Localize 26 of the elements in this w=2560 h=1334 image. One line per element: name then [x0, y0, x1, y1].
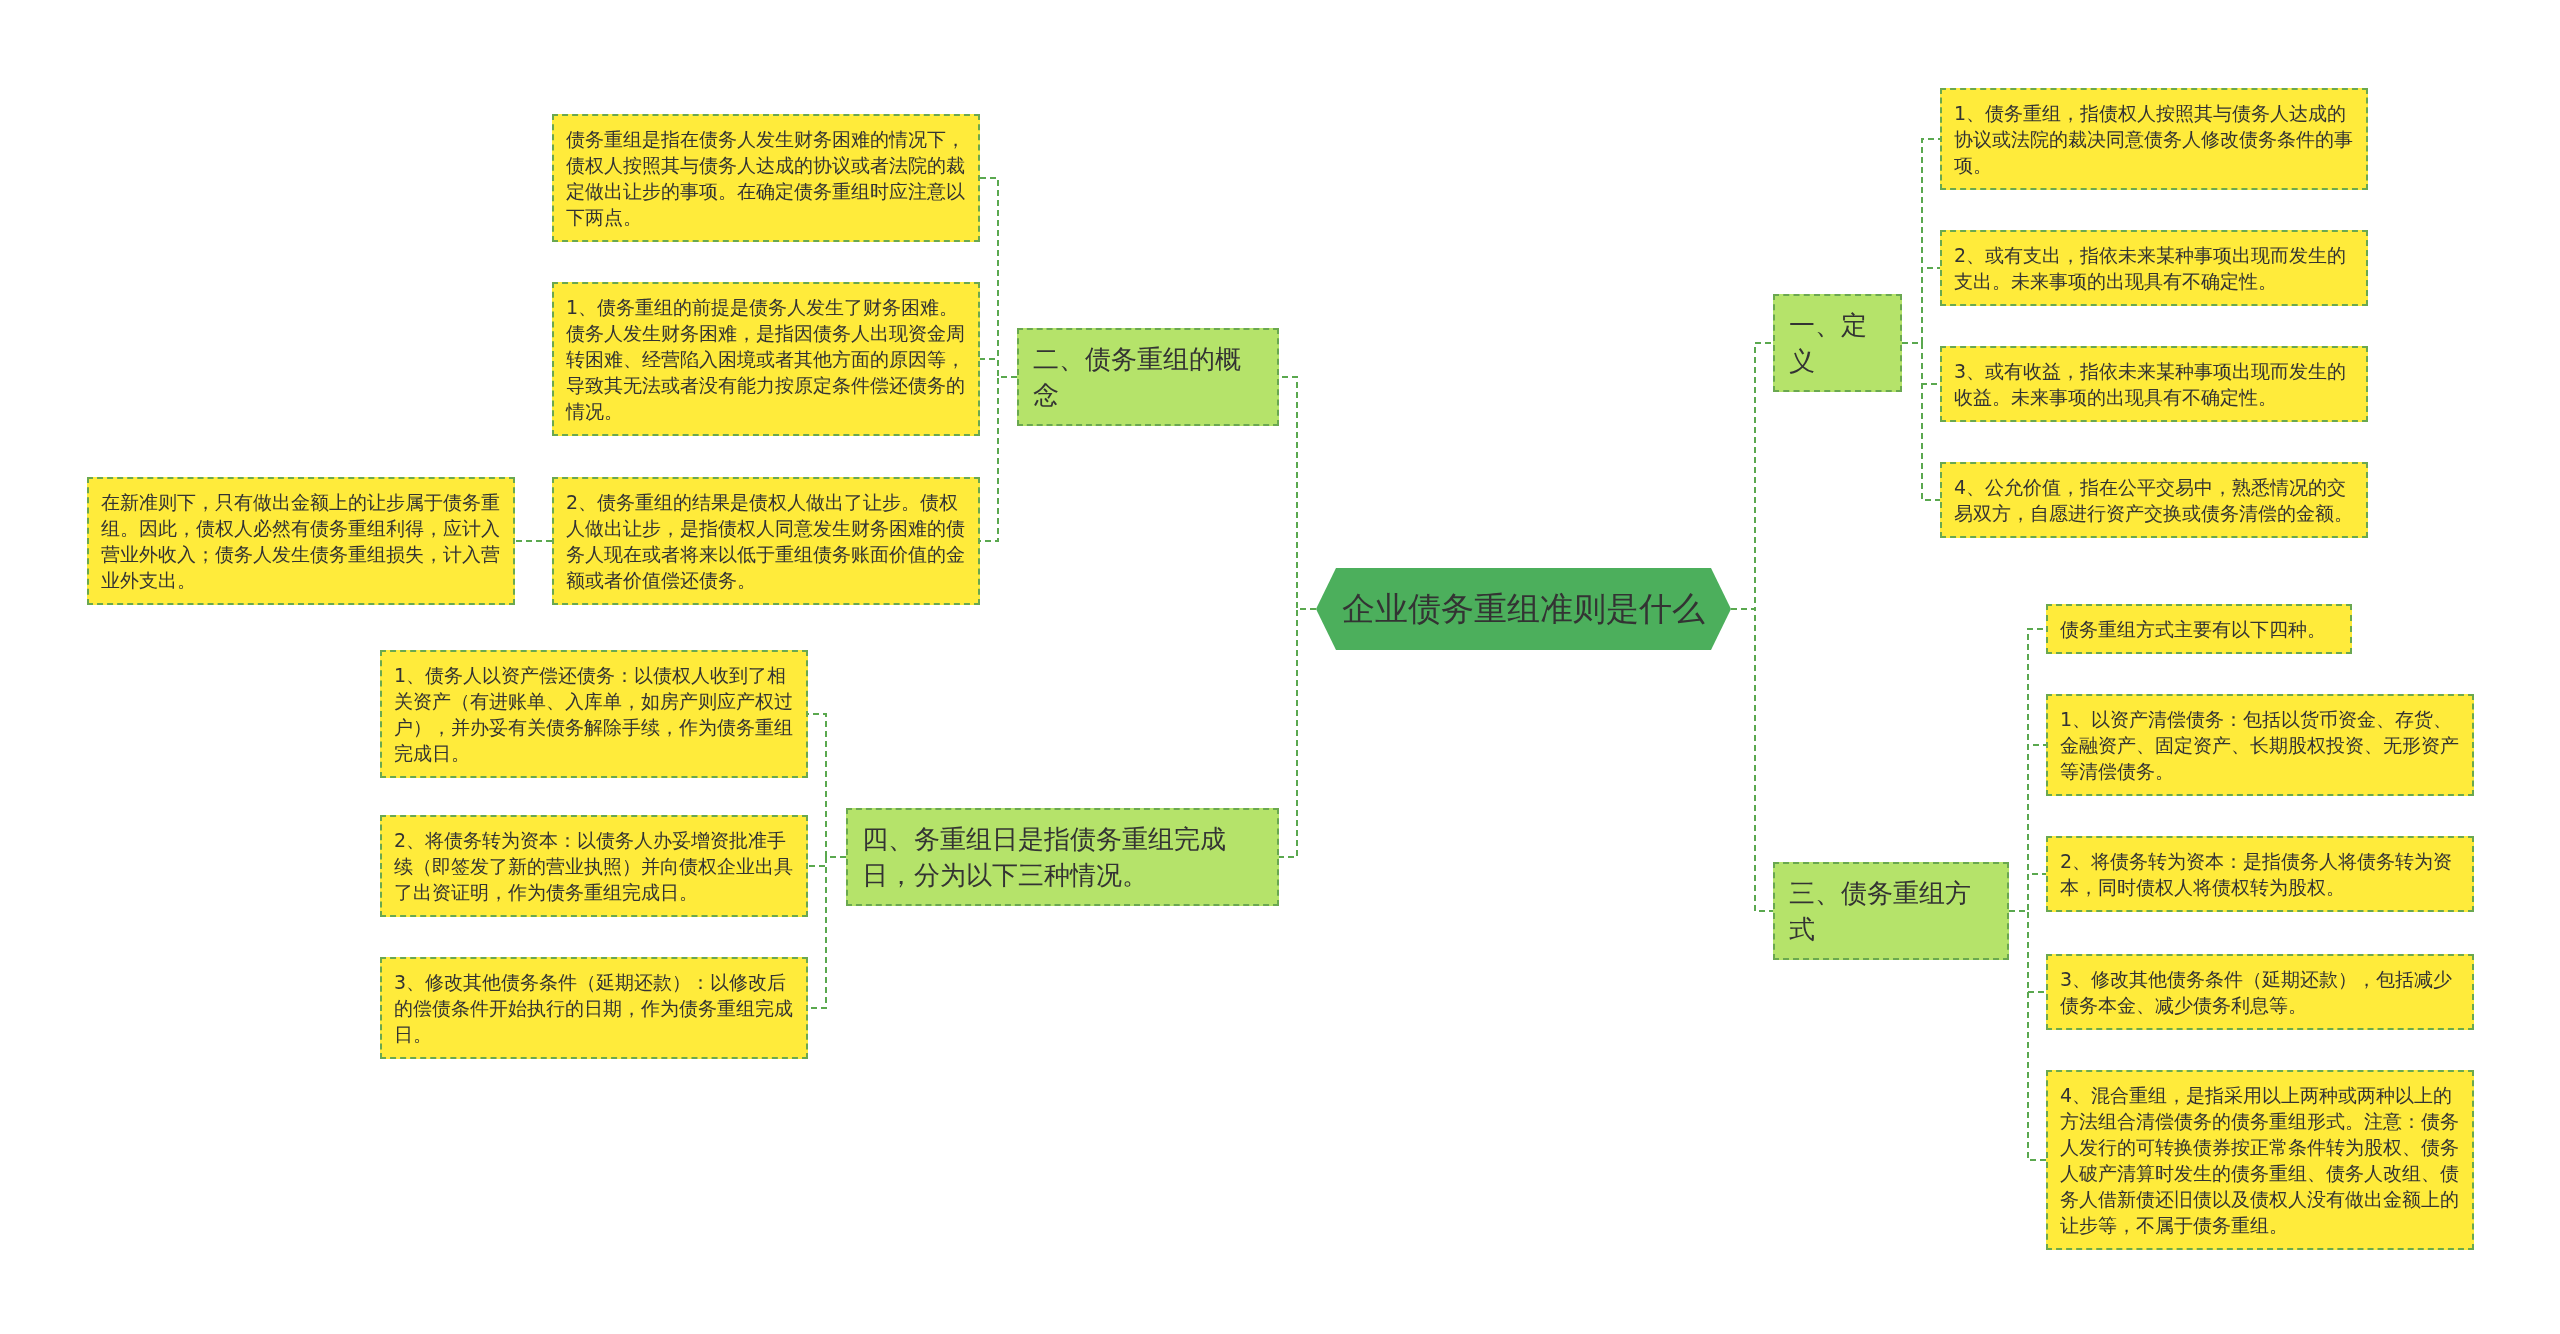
note-box: 4、公允价值，指在公平交易中，熟悉情况的交易双方，自愿进行资产交换或债务清偿的金额。: [1940, 462, 2368, 538]
note-box: 1、债务人以资产偿还债务：以债权人收到了相关资产（有进账单、入库单，如房产则应产权过户），并办妥有关债务解除手续，作为债务重组完成日。: [380, 650, 808, 778]
note-box: 1、以资产清偿债务：包括以货币资金、存货、金融资产、固定资产、长期股权投资、无形资产等清偿债务。: [2046, 694, 2474, 796]
note-box: 债务重组方式主要有以下四种。: [2046, 604, 2352, 654]
note-box: 1、债务重组，指债权人按照其与债务人达成的协议或法院的裁决同意债务人修改债务条件的事项。: [1940, 88, 2368, 190]
connector: [514, 540, 553, 542]
connector: [1901, 342, 1941, 501]
connector: [1730, 608, 1774, 912]
topic-box: 三、债务重组方式: [1773, 862, 2009, 960]
note-box: 4、混合重组，是指采用以上两种或两种以上的方法组合清偿债务的债务重组形式。注意：债务人发行的可转换债券按正常条件转为股权、债务人破产清算时发生的债务重组、债务人改组、债务人借新债还旧债以及债权人没有做出金额上的让步等，不属于债务重组。: [2046, 1070, 2474, 1250]
topic-box: 一、定义: [1773, 294, 1902, 392]
central-topic-hexagon: 企业债务重组准则是什么: [1316, 568, 1731, 650]
note-box: 2、将债务转为资本：以债务人办妥增资批准手续（即签发了新的营业执照）并向债权企业出具了出资证明，作为债务重组完成日。: [380, 815, 808, 917]
connector: [2008, 910, 2047, 1161]
note-box: 1、债务重组的前提是债务人发生了财务困难。债务人发生财务困难，是指因债务人出现资金周转困难、经营陷入困境或者其他方面的原因等，导致其无法或者没有能力按原定条件偿还债务的情况。: [552, 282, 980, 436]
note-box: 债务重组是指在债务人发生财务困难的情况下，债权人按照其与债务人达成的协议或者法院的裁定做出让步的事项。在确定债务重组时应注意以下两点。: [552, 114, 980, 242]
note-box: 2、债务重组的结果是债权人做出了让步。债权人做出让步，是指债权人同意发生财务困难的债务人现在或者将来以低于重组债务账面价值的金额或者价值偿还债务。: [552, 477, 980, 605]
connector: [1278, 608, 1317, 858]
note-box: 3、或有收益，指依未来某种事项出现而发生的收益。未来事项的出现具有不确定性。: [1940, 346, 2368, 422]
note-box: 3、修改其他债务条件（延期还款）：以修改后的偿债条件开始执行的日期，作为债务重组完成日。: [380, 957, 808, 1059]
note-box: 3、修改其他债务条件（延期还款），包括减少债务本金、减少债务利息等。: [2046, 954, 2474, 1030]
topic-box: 二、债务重组的概念: [1017, 328, 1279, 426]
topic-box: 四、务重组日是指债务重组完成日，分为以下三种情况。: [846, 808, 1279, 906]
note-box: 2、或有支出，指依未来某种事项出现而发生的支出。未来事项的出现具有不确定性。: [1940, 230, 2368, 306]
note-box: 在新准则下，只有做出金额上的让步属于债务重组。因此，债权人必然有债务重组利得，应计入营业外收入；债务人发生债务重组损失，计入营业外支出。: [87, 477, 515, 605]
note-box: 2、将债务转为资本：是指债务人将债务转为资本，同时债权人将债权转为股权。: [2046, 836, 2474, 912]
